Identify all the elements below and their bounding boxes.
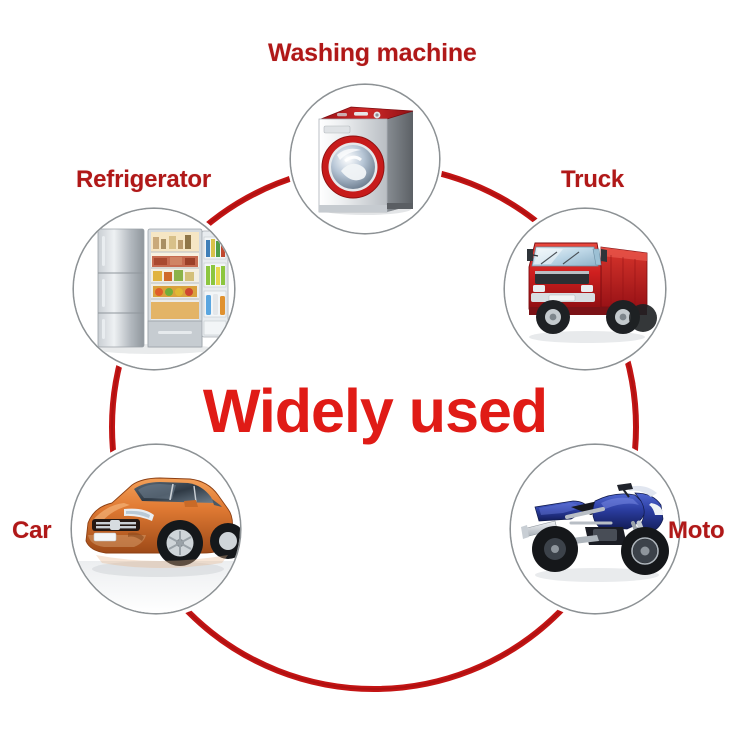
- washing-machine-photo: [291, 85, 439, 233]
- truck-photo: [505, 209, 665, 369]
- node-washing-machine[interactable]: [291, 85, 439, 233]
- node-car[interactable]: [72, 445, 240, 613]
- refrigerator-photo: [74, 209, 234, 369]
- motorcycle-photo: [511, 445, 679, 613]
- label-truck: Truck: [561, 166, 625, 193]
- center-title: Widely used: [202, 377, 548, 445]
- label-car: Car: [12, 517, 52, 544]
- label-moto: Moto: [668, 517, 725, 544]
- label-washing-machine: Washing machine: [268, 39, 477, 67]
- label-refrigerator: Refrigerator: [76, 166, 211, 193]
- car-photo: [72, 445, 240, 613]
- node-refrigerator[interactable]: [74, 209, 234, 369]
- node-moto[interactable]: [511, 445, 679, 613]
- node-truck[interactable]: [505, 209, 665, 369]
